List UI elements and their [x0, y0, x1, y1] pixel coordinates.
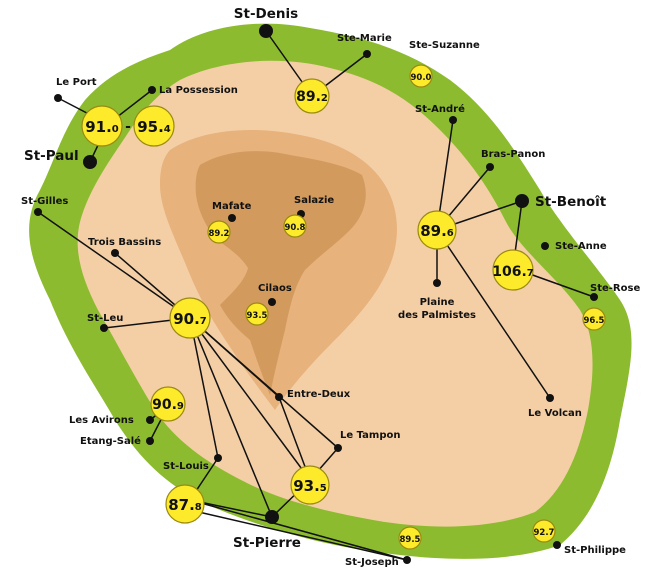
label-mafate: Mafate: [212, 201, 252, 212]
frequency-badges: 89.2 90.0 91.0 - 95.4 89.2 90.8 89.6: [81, 64, 606, 550]
dot-st-denis: [259, 24, 273, 38]
label-le-port: Le Port: [56, 77, 97, 88]
svg-text:90.0: 90.0: [411, 73, 432, 83]
label-plaine-2: des Palmistes: [398, 310, 476, 321]
label-les-avirons: Les Avirons: [69, 415, 134, 426]
label-entre-deux: Entre-Deux: [287, 389, 351, 400]
label-le-tampon: Le Tampon: [340, 430, 400, 441]
place-labels: St-Denis Ste-Marie Ste-Suzanne Le Port L…: [21, 6, 640, 568]
dot-le-volcan: [546, 394, 554, 402]
badge-dash: -: [125, 119, 131, 135]
label-st-pierre: St-Pierre: [233, 535, 301, 551]
badge-ste-rose: 96.5: [582, 307, 606, 331]
badge-st-philippe: 92.7: [532, 519, 556, 543]
badge-st-benoit: 89.6: [417, 210, 457, 250]
dot-bras-panon: [486, 163, 494, 171]
label-plaine-1: Plaine: [420, 297, 455, 308]
svg-text:87.8: 87.8: [168, 496, 202, 514]
label-bras-panon: Bras-Panon: [481, 149, 545, 160]
svg-text:89.6: 89.6: [420, 222, 454, 240]
badge-les-avirons: 90.9: [150, 386, 186, 422]
dot-le-port: [54, 94, 62, 102]
badge-la-possession: 95.4: [133, 105, 175, 147]
badge-mafate: 89.2: [207, 220, 231, 244]
badge-ste-anne: 106.7: [492, 249, 534, 291]
dot-st-paul: [83, 155, 97, 169]
label-st-denis: St-Denis: [234, 6, 298, 22]
link-le-volcan: [436, 229, 551, 399]
dot-ste-anne: [541, 242, 549, 250]
svg-text:89.2: 89.2: [296, 89, 328, 105]
dot-cilaos: [268, 298, 276, 306]
label-salazie: Salazie: [294, 195, 334, 206]
dot-les-avirons: [146, 416, 154, 424]
dot-le-tampon: [334, 444, 342, 452]
svg-text:90.9: 90.9: [152, 397, 184, 413]
svg-text:92.7: 92.7: [534, 528, 555, 538]
svg-text:95.4: 95.4: [137, 118, 171, 136]
label-st-andre: St-André: [415, 103, 465, 115]
badge-cilaos: 93.5: [245, 302, 269, 326]
dot-la-possession: [148, 86, 156, 94]
dot-etang-sale: [146, 437, 154, 445]
place-dots: [34, 24, 598, 564]
svg-text:93.5: 93.5: [247, 311, 268, 321]
badge-ste-suzanne: 90.0: [409, 64, 433, 88]
dot-st-andre: [449, 116, 457, 124]
label-ste-anne: Ste-Anne: [555, 241, 607, 252]
badge-st-joseph: 89.5: [398, 526, 422, 550]
label-ste-rose: Ste-Rose: [590, 283, 640, 294]
dot-ste-marie: [363, 50, 371, 58]
label-st-leu: St-Leu: [87, 313, 123, 324]
label-st-philippe: St-Philippe: [564, 545, 626, 556]
dot-st-leu: [100, 324, 108, 332]
svg-text:90.7: 90.7: [173, 310, 207, 328]
badge-le-tampon: 93.5: [290, 465, 330, 505]
dot-st-louis: [214, 454, 222, 462]
link-87-joseph-a: [189, 499, 408, 561]
label-la-possession: La Possession: [159, 85, 238, 96]
label-st-gilles: St-Gilles: [21, 196, 68, 207]
label-ste-suzanne: Ste-Suzanne: [409, 40, 480, 51]
dot-st-joseph: [403, 556, 411, 564]
label-st-louis: St-Louis: [163, 461, 209, 472]
label-st-paul: St-Paul: [24, 148, 79, 164]
badge-le-port: 91.0: [81, 105, 123, 147]
label-le-volcan: Le Volcan: [528, 408, 582, 419]
svg-text:106.7: 106.7: [492, 264, 534, 280]
label-trois-bassins: Trois Bassins: [88, 237, 161, 248]
dot-st-gilles: [34, 208, 42, 216]
link-entre-deux: [189, 317, 311, 481]
label-st-benoit: St-Benoît: [535, 194, 607, 210]
dot-st-pierre: [265, 510, 279, 524]
svg-text:91.0: 91.0: [85, 118, 119, 136]
link-st-pierre: [189, 317, 273, 518]
dot-trois-bassins: [111, 249, 119, 257]
svg-text:96.5: 96.5: [584, 316, 605, 326]
link-st-gilles: [37, 211, 191, 319]
label-cilaos: Cilaos: [258, 283, 292, 294]
dot-entre-deux: [275, 393, 283, 401]
dot-mafate: [228, 214, 236, 222]
label-etang-sale: Etang-Salé: [80, 435, 141, 447]
svg-text:89.5: 89.5: [400, 535, 421, 545]
dot-st-benoit: [515, 194, 529, 208]
badge-salazie: 90.8: [283, 214, 307, 238]
link-87-joseph-b: [189, 509, 408, 561]
label-st-joseph: St-Joseph: [345, 557, 399, 568]
badge-st-louis: 87.8: [165, 484, 205, 524]
badge-st-denis: 89.2: [294, 78, 330, 114]
badge-st-leu: 90.7: [169, 297, 211, 339]
dot-plaine: [433, 279, 441, 287]
svg-text:89.2: 89.2: [209, 229, 230, 239]
link-st-louis: [189, 317, 219, 459]
label-ste-marie: Ste-Marie: [337, 33, 392, 44]
dot-st-philippe: [553, 541, 561, 549]
cirques-zone: [195, 151, 366, 395]
dot-ste-rose: [590, 293, 598, 301]
svg-text:90.8: 90.8: [285, 223, 306, 233]
svg-text:93.5: 93.5: [293, 477, 327, 495]
